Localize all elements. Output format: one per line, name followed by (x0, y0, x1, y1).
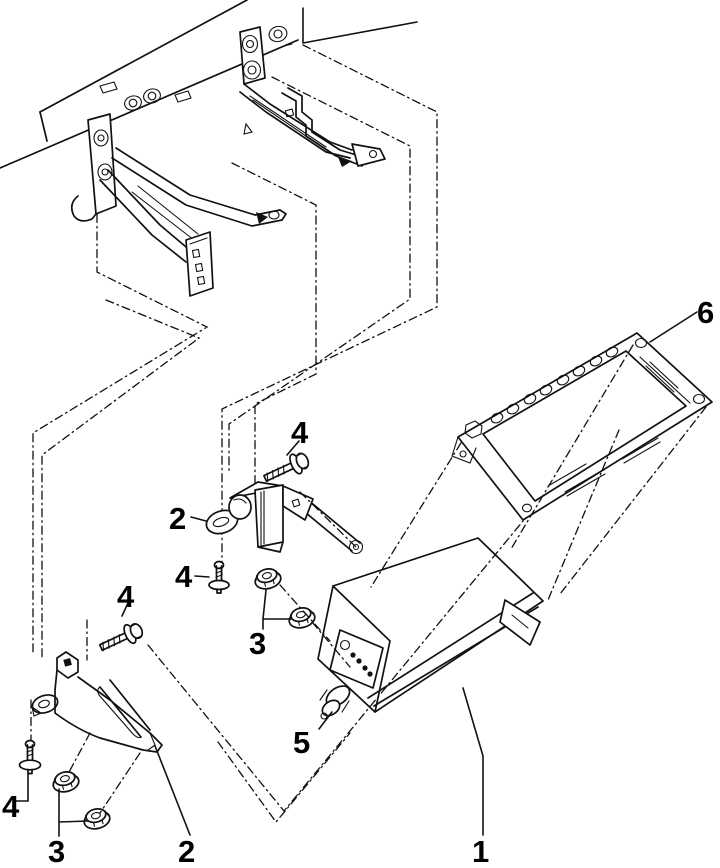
callout-5: 5 (293, 725, 311, 760)
bracket-2-lower (31, 651, 163, 753)
module-foot (499, 599, 541, 646)
module-strap (299, 499, 364, 555)
callout-3-bottom: 3 (48, 834, 66, 868)
callout-4-mid: 4 (175, 559, 193, 594)
frame-holes (490, 346, 619, 424)
callout-1: 1 (472, 834, 490, 868)
connector-5 (319, 685, 351, 720)
beam-bolt-right (268, 25, 293, 47)
bracket-2-center (205, 481, 314, 553)
callout-2-bottom: 2 (178, 834, 196, 868)
callout-4-left: 4 (117, 579, 135, 614)
bolt-4-lower (98, 623, 144, 652)
screw-4-center (208, 560, 230, 594)
callout-3-center: 3 (249, 626, 267, 661)
callout-6: 6 (697, 295, 715, 330)
bolt-4-center (263, 452, 310, 483)
airbag-module-1 (299, 499, 544, 713)
leader-lines (15, 311, 698, 837)
callout-2-center: 2 (169, 501, 187, 536)
beam-bracket-right (239, 26, 386, 167)
projection-lines-behind (30, 44, 438, 743)
callout-4-top: 4 (291, 415, 309, 450)
callout-4-bottom: 4 (2, 789, 20, 824)
projection-lines-front (67, 344, 707, 824)
reinforcement-beam (0, 0, 418, 169)
screw-4-bottom (18, 739, 42, 775)
beam-bolt-left-pair (124, 88, 161, 111)
retainer-frame-6 (451, 332, 713, 521)
beam-bracket-left (70, 113, 287, 297)
